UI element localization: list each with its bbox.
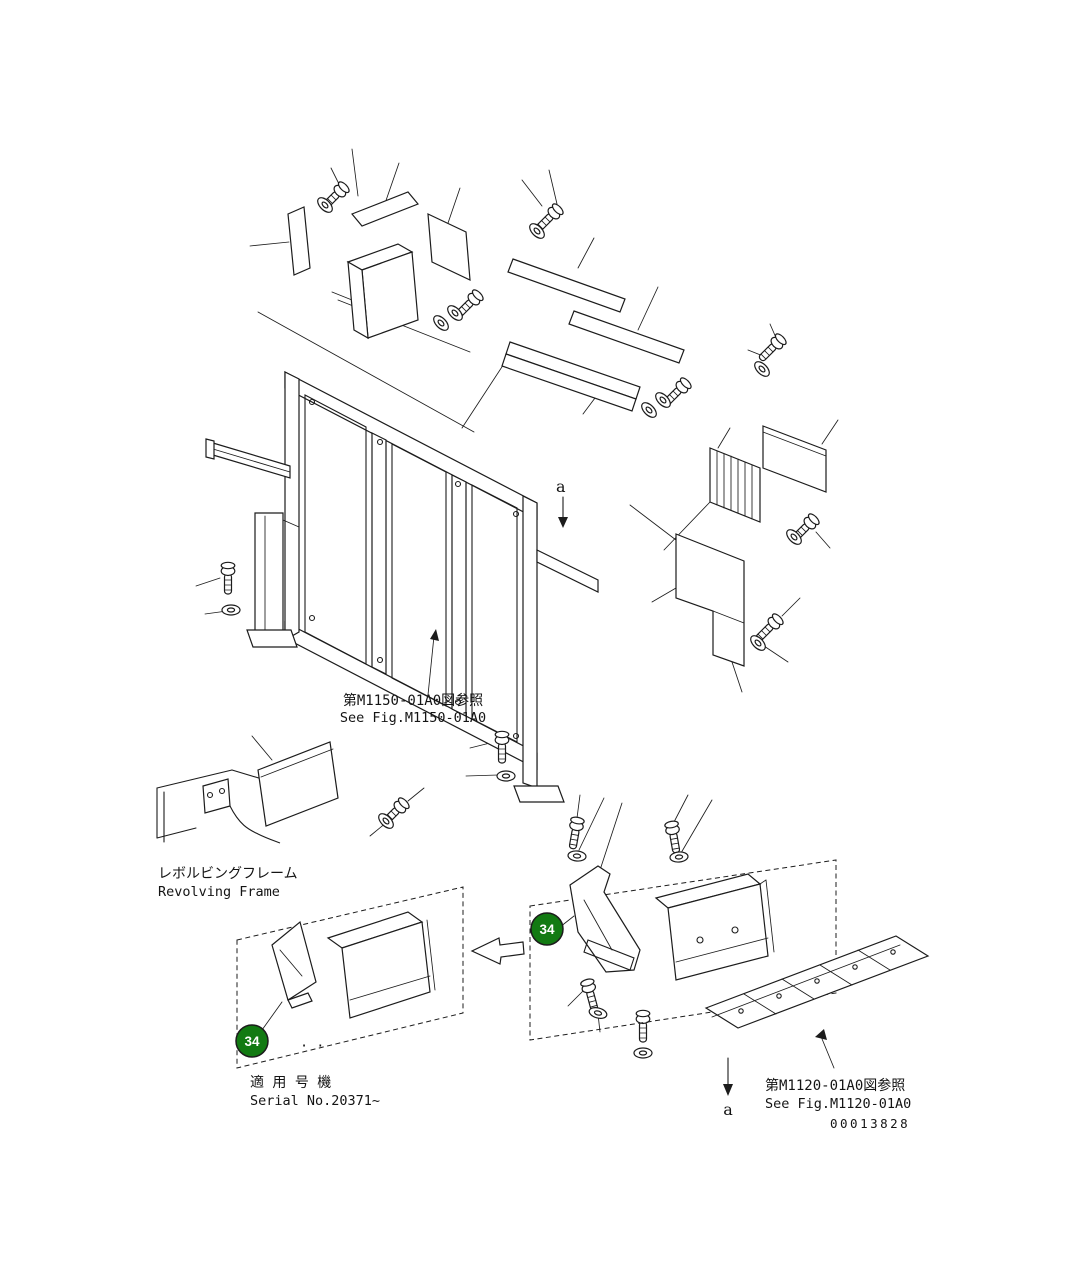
left-foot-plate: [246, 629, 298, 648]
frame-right-post: [522, 495, 538, 789]
dots-label: · ·: [300, 1038, 324, 1054]
bolt: [663, 819, 684, 855]
block-arrow-icon: [470, 937, 525, 965]
frame-mullion-1: [371, 432, 387, 675]
clamp-bracket: [202, 778, 231, 814]
revolving-frame-sketch: [156, 741, 339, 844]
frame-opening-3: [471, 484, 518, 743]
detail-callout-left: 34: [235, 1024, 269, 1058]
upper-fig-ref-jp: 第M1150-01A0図参照: [343, 692, 483, 709]
washer: [566, 849, 588, 863]
washer: [587, 1005, 609, 1021]
upper-fig-ref-en: See Fig.M1150-01A0: [340, 710, 486, 726]
revolving-frame-label-en: Revolving Frame: [158, 884, 280, 900]
long-bar-upper: [507, 258, 626, 313]
floor-strip-panel: [704, 935, 930, 1029]
arrow-down-icon: [558, 517, 568, 528]
shelf-bracket: [536, 549, 599, 593]
channel-bracket-flange: [501, 353, 637, 412]
washer: [638, 399, 660, 421]
gusset-bracket: [271, 920, 317, 1001]
duct-front-face: [341, 921, 431, 1019]
partition-frame: [205, 371, 599, 803]
arm-end-cap: [205, 438, 215, 460]
annotations: a 第M1150-01A0図参照 See Fig.M1150-01A0 レボルビ…: [158, 477, 911, 1131]
gusset-bracket: [569, 865, 641, 973]
left-leg: [246, 512, 300, 648]
top-right-panels: [709, 425, 827, 523]
cover-plate: [257, 741, 339, 827]
frame-left-post: [284, 371, 300, 642]
bolt: [635, 1009, 651, 1043]
small-cover-panel: [427, 213, 471, 281]
section-marker-top: a: [556, 477, 566, 496]
washer: [221, 604, 241, 616]
serial-note-jp: 適 用 号 機: [250, 1074, 331, 1091]
detail-box-left: · · 34: [235, 886, 464, 1069]
serial-note-en: Serial No.20371~: [250, 1093, 380, 1109]
section-marker-bottom: a: [723, 1100, 733, 1119]
revolving-frame-label-jp: レボルビングフレーム: [158, 866, 298, 882]
frame-mullion-2: [451, 474, 467, 717]
frame-bolt-heads: [308, 398, 520, 740]
louver-panel: [709, 447, 761, 523]
long-bar-lower: [568, 310, 685, 364]
strip-panel: [287, 206, 311, 276]
bracket-hatched-edge: [583, 939, 635, 971]
washer: [496, 770, 516, 782]
right-foot-plate: [513, 785, 565, 803]
frame-opening-2: [391, 443, 447, 707]
cover-panel: [762, 425, 827, 493]
arrow-up-icon: [430, 629, 439, 641]
washer: [633, 1047, 653, 1059]
callout-number: 34: [539, 922, 555, 937]
bolt: [579, 977, 602, 1013]
arrow-down-icon: [723, 1084, 733, 1096]
frame-top-rail: [284, 371, 538, 520]
washer: [668, 850, 690, 864]
detail-callout-right: 34: [530, 912, 564, 946]
side-panel-right: [675, 533, 745, 667]
washer: [430, 312, 452, 334]
arrow-up-icon: [815, 1029, 827, 1040]
bracket-flange: [347, 260, 369, 340]
flat-bar-plate: [351, 191, 419, 227]
lower-fig-ref-jp: 第M1120-01A0図参照: [765, 1077, 905, 1094]
top-left-panels: [287, 191, 471, 340]
bolt: [220, 561, 236, 595]
harness-cable: [229, 805, 281, 844]
detail-box-right: 34: [529, 859, 837, 1041]
lower-fig-ref-en: See Fig.M1120-01A0: [765, 1096, 911, 1112]
bolt: [755, 331, 789, 365]
drawing-number: 00013828: [830, 1116, 910, 1131]
duct-front-face: [667, 883, 769, 981]
frame-opening-1: [304, 394, 367, 665]
bracket-foot: [287, 992, 313, 1009]
washer: [751, 358, 773, 380]
top-center-panels: [501, 258, 685, 412]
callout-number: 34: [244, 1034, 260, 1049]
